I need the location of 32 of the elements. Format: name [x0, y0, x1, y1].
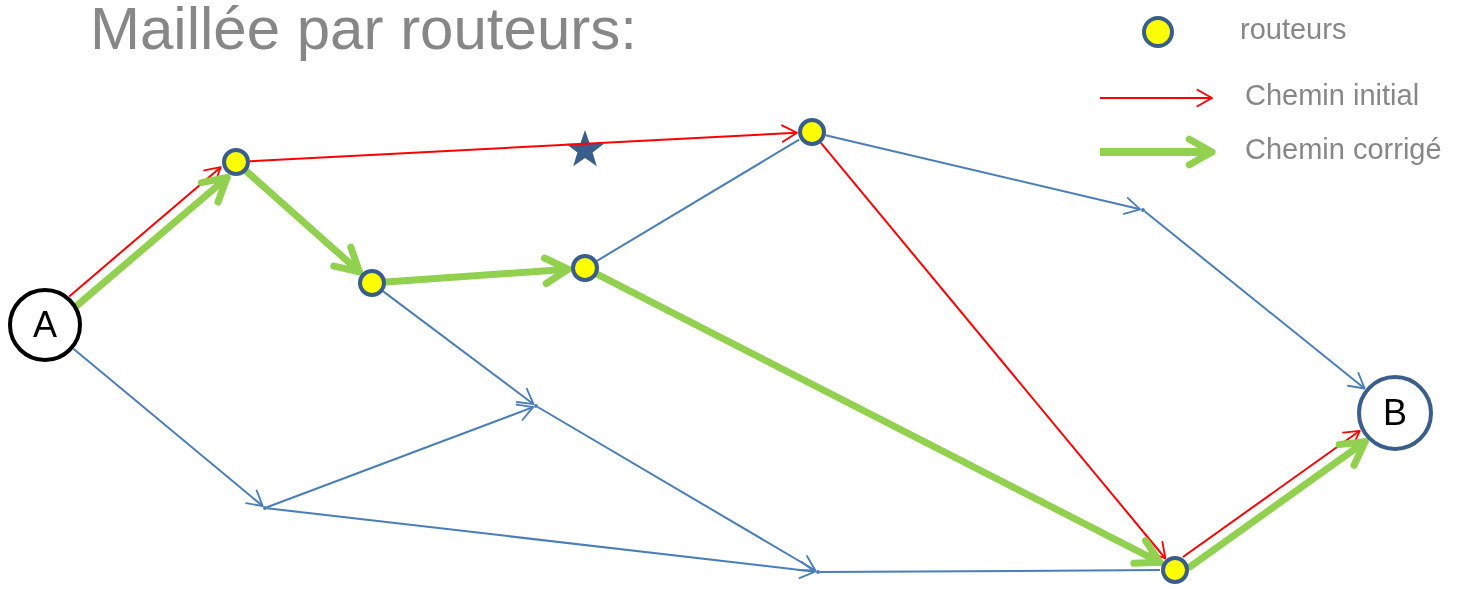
- arrow: [382, 290, 535, 406]
- line-junction: [263, 506, 267, 510]
- router-circle: [222, 148, 250, 176]
- arrow: [1181, 429, 1361, 558]
- arrow: [68, 166, 222, 298]
- line: [596, 138, 801, 262]
- arrow: [249, 124, 798, 163]
- line-junction: [1141, 208, 1145, 212]
- arrow: [536, 406, 817, 572]
- arrow: [819, 141, 1167, 560]
- arrow: [72, 347, 264, 508]
- legend-label: Chemin corrigé: [1245, 134, 1442, 166]
- arrow: [266, 507, 816, 580]
- arrow: [243, 167, 363, 276]
- endpoint-circle: B: [1357, 375, 1433, 451]
- arrow: [824, 134, 1142, 215]
- router-circle: [358, 269, 386, 297]
- arrow: [265, 403, 535, 509]
- legend-label: routeurs: [1240, 14, 1347, 46]
- title: Maillée par routeurs:: [90, 0, 637, 62]
- arrow: [73, 174, 231, 309]
- endpoint-circle: A: [8, 288, 82, 362]
- router-circle: [1161, 556, 1189, 584]
- line-junction: [816, 570, 820, 574]
- line-junction: [534, 404, 538, 408]
- arrow: [1143, 210, 1366, 390]
- line: [819, 569, 1161, 573]
- arrow: [594, 270, 1164, 567]
- router-circle: [571, 254, 599, 282]
- router-circle: [798, 118, 826, 146]
- arrow: [1186, 438, 1369, 571]
- legend-label: Chemin initial: [1245, 80, 1420, 112]
